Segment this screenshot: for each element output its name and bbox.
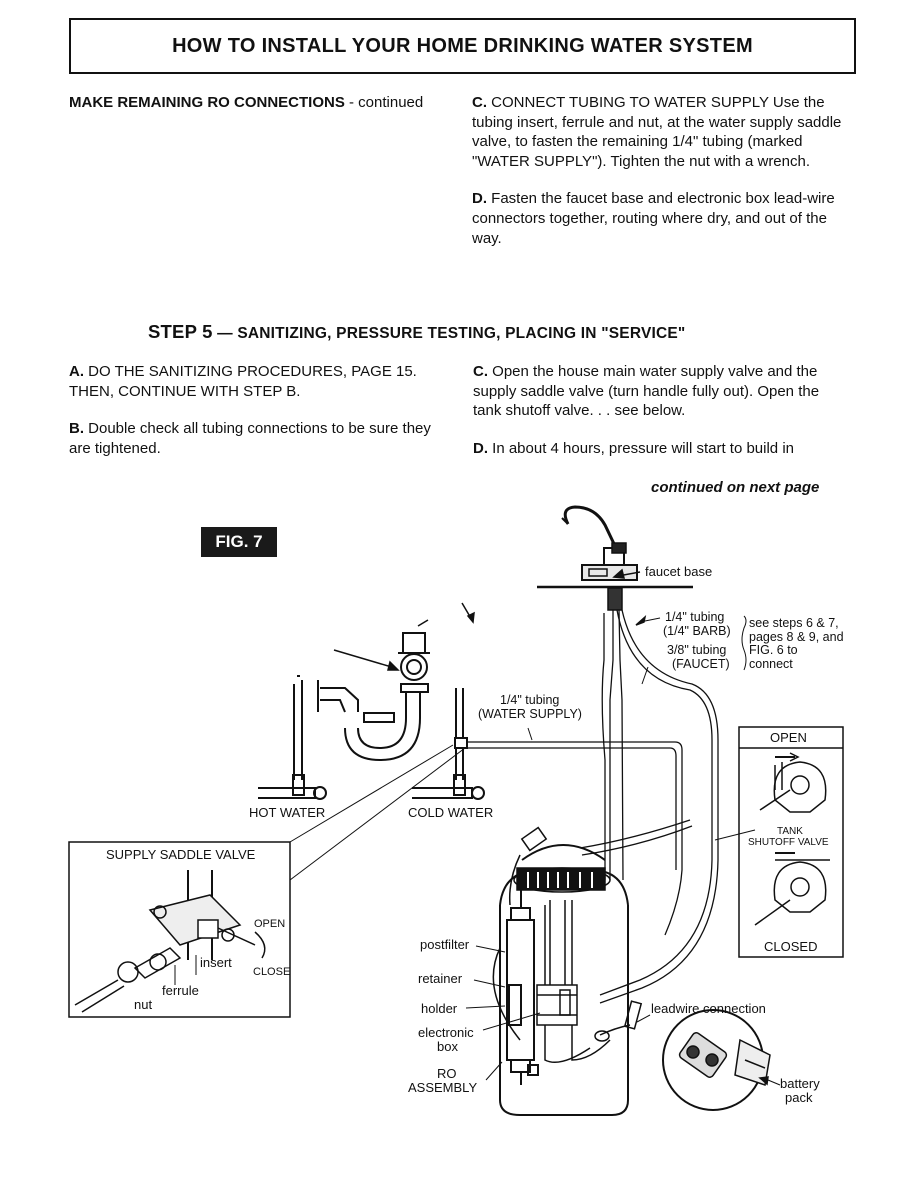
- label-open: OPEN: [770, 730, 807, 745]
- label-water-supply: (WATER SUPPLY): [478, 707, 582, 721]
- step-number: STEP 5: [148, 321, 213, 342]
- label-cold-water: COLD WATER: [408, 805, 494, 820]
- ro-tank: [499, 819, 693, 1116]
- paragraph-d: D. Fasten the faucet base and electronic…: [472, 189, 844, 248]
- postfilter: [506, 890, 539, 1085]
- paragraph-a: A. DO THE SANITIZING PROCEDURES, PAGE 15…: [69, 362, 441, 401]
- label-insert: insert: [200, 955, 232, 970]
- label-postfilter: postfilter: [420, 937, 470, 952]
- label-faucet-base: faucet base: [645, 564, 713, 579]
- paragraph-d: D. In about 4 hours, pressure will start…: [473, 439, 845, 459]
- label-pointers: [465, 945, 651, 1081]
- tubing-lines: [465, 609, 719, 1004]
- paragraph-letter: D.: [473, 439, 488, 457]
- label-ro: RO: [437, 1066, 457, 1081]
- left-column-top: MAKE REMAINING RO CONNECTIONS - continue…: [69, 93, 449, 131]
- shutoff-valve-box: [714, 726, 844, 958]
- label-water-supply-tubing: 1/4" tubing: [500, 693, 560, 707]
- continued-note: continued on next page: [651, 479, 820, 496]
- label-see-steps-4: connect: [749, 657, 793, 671]
- leadwire-battery: [594, 1000, 781, 1111]
- holder-assembly: [492, 900, 611, 1063]
- label-saddle-close: CLOSE: [253, 966, 291, 978]
- label-pack: pack: [785, 1090, 813, 1105]
- pointer-line: [333, 649, 396, 669]
- label-faucet: (FAUCET): [672, 657, 730, 671]
- label-electronic: electronic: [418, 1025, 474, 1040]
- label-assembly: ASSEMBLY: [408, 1080, 478, 1095]
- label-saddle-open: OPEN: [254, 918, 286, 930]
- drain-pipe: [317, 632, 430, 762]
- label-battery: battery: [780, 1076, 820, 1091]
- paragraph-letter: D.: [472, 190, 487, 208]
- paragraph-text: CONNECT TUBING TO WATER SUPPLY Use the t…: [472, 94, 842, 170]
- step-title: — SANITIZING, PRESSURE TESTING, PLACING …: [212, 325, 686, 342]
- paragraph-text: Fasten the faucet base and electronic bo…: [472, 190, 835, 247]
- left-column-step5: A. DO THE SANITIZING PROCEDURES, PAGE 15…: [69, 362, 441, 476]
- label-see-steps-3: FIG. 6 to: [749, 643, 798, 657]
- hot-water-valve: [258, 675, 327, 800]
- right-column-step5: C. Open the house main water supply valv…: [473, 362, 845, 476]
- label-retainer: retainer: [418, 971, 463, 986]
- cold-water-valve: [412, 688, 485, 800]
- saddle-valve-box: [68, 841, 291, 1018]
- faucet-drawing: [561, 505, 638, 611]
- paragraph-b: B. Double check all tubing connections t…: [69, 419, 441, 458]
- label-box: box: [437, 1039, 458, 1054]
- label-saddle-valve: SUPPLY SADDLE VALVE: [106, 847, 256, 862]
- paragraph-text: DO THE SANITIZING PROCEDURES, PAGE 15. T…: [69, 363, 417, 400]
- page-title-box: HOW TO INSTALL YOUR HOME DRINKING WATER …: [69, 18, 856, 74]
- page-title: HOW TO INSTALL YOUR HOME DRINKING WATER …: [172, 34, 753, 57]
- label-ferrule: ferrule: [162, 983, 199, 998]
- paragraph-text: In about 4 hours, pressure will start to…: [488, 439, 794, 457]
- label-nut: nut: [134, 997, 153, 1012]
- section-heading-suffix: - continued: [344, 94, 424, 111]
- label-shutoff-valve: SHUTOFF VALVE: [748, 837, 829, 848]
- paragraph-text: Open the house main water supply valve a…: [473, 363, 820, 420]
- paragraph-letter: C.: [472, 94, 487, 111]
- figure-tag: FIG. 7: [201, 527, 277, 557]
- section-heading: MAKE REMAINING RO CONNECTIONS: [69, 94, 345, 111]
- label-tank: TANK: [777, 826, 803, 837]
- label-see-steps-1: see steps 6 & 7,: [749, 616, 839, 630]
- label-leadwire: leadwire connection: [651, 1001, 766, 1016]
- label-holder: holder: [421, 1001, 458, 1016]
- paragraph-c: C. Open the house main water supply valv…: [473, 362, 845, 421]
- label-barb: (1/4" BARB): [663, 624, 731, 638]
- label-closed: CLOSED: [764, 939, 818, 954]
- paragraph-letter: B.: [69, 420, 84, 438]
- label-hot-water: HOT WATER: [249, 805, 326, 820]
- right-column-top: C. CONNECT TUBING TO WATER SUPPLY Use th…: [472, 93, 844, 266]
- label-see-steps-2: pages 8 & 9, and: [749, 630, 844, 644]
- paragraph-letter: C.: [473, 363, 488, 380]
- paragraph-text: Double check all tubing connections to b…: [69, 420, 431, 457]
- label-tubing-14: 1/4" tubing: [665, 610, 725, 624]
- label-tubing-38: 3/8" tubing: [667, 643, 727, 657]
- step5-heading: STEP 5 — SANITIZING, PRESSURE TESTING, P…: [148, 321, 685, 343]
- paragraph-c: C. CONNECT TUBING TO WATER SUPPLY Use th…: [472, 93, 844, 171]
- paragraph-letter: A.: [69, 363, 84, 380]
